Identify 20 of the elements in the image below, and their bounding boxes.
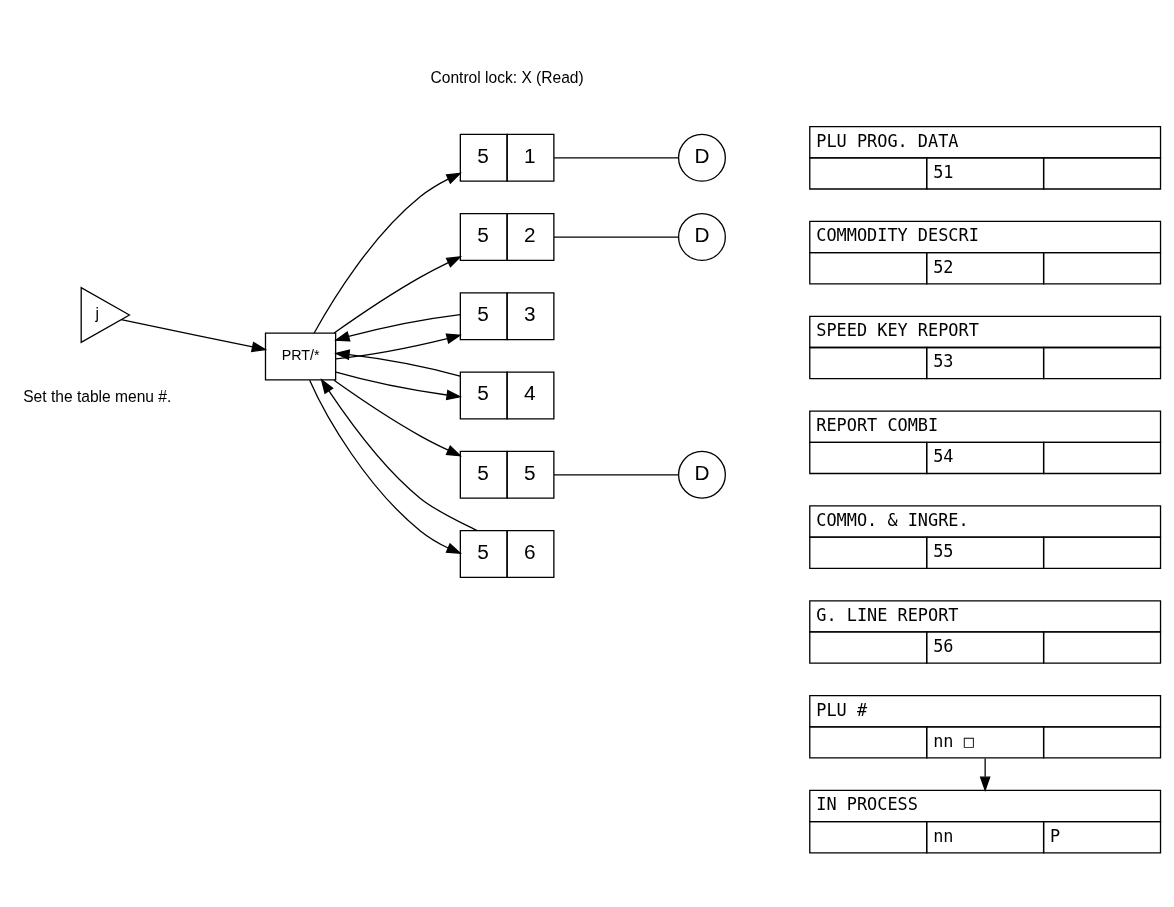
- label: Set the table menu #.: [23, 387, 172, 405]
- arrow: [334, 313, 461, 342]
- arrow: [334, 348, 461, 377]
- connector: [553, 235, 679, 238]
- arrow: [335, 370, 463, 400]
- arrow: [313, 172, 462, 334]
- connector: [553, 473, 679, 475]
- arrow: [309, 379, 462, 554]
- arrow: [335, 332, 462, 359]
- node-box: PRT/*: [264, 332, 337, 381]
- label: Control lock: X (Read): [430, 68, 584, 86]
- arrow: [979, 757, 991, 792]
- arrow: [333, 379, 462, 457]
- connector: [553, 156, 679, 158]
- arrow: [120, 318, 268, 352]
- node-circle: D: [677, 450, 726, 499]
- arrow: [333, 255, 462, 334]
- node-circle: D: [677, 212, 726, 261]
- node-circle: D: [677, 133, 726, 182]
- arrow: [320, 377, 478, 531]
